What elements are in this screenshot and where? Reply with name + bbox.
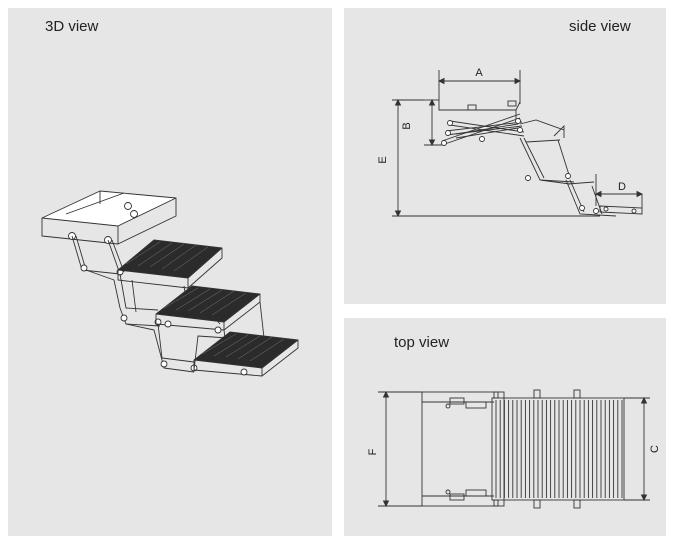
step-top-drawing: F C bbox=[367, 389, 661, 509]
dim-label-d: D bbox=[618, 181, 626, 193]
top-tread bbox=[491, 389, 625, 509]
tread-ribs bbox=[495, 400, 623, 498]
panel-side-view: side view bbox=[344, 8, 666, 304]
lower-scissor-arms bbox=[160, 335, 229, 373]
dimension-f bbox=[378, 390, 422, 508]
panel-title-side: side view bbox=[569, 18, 631, 35]
step-side-drawing: A B E D bbox=[377, 67, 644, 218]
panel-title-top: top view bbox=[394, 334, 450, 351]
step-3d-drawing bbox=[41, 190, 299, 377]
dim-label-e: E bbox=[377, 156, 389, 163]
panel-top-view: top view bbox=[344, 318, 666, 536]
top-frame bbox=[421, 391, 505, 507]
dimension-d bbox=[594, 174, 644, 208]
dim-label-a: A bbox=[475, 67, 483, 79]
mounting-frame bbox=[41, 190, 177, 245]
dimension-a bbox=[437, 70, 522, 104]
dimension-e bbox=[392, 98, 600, 218]
side-scissor-arms bbox=[441, 113, 643, 217]
side-mounting-frame bbox=[438, 100, 521, 120]
dim-label-b: B bbox=[401, 122, 413, 129]
panel-title-3d: 3D view bbox=[45, 18, 99, 35]
dimension-b bbox=[424, 98, 442, 147]
dim-label-f: F bbox=[367, 448, 379, 455]
dimension-c bbox=[624, 396, 650, 502]
panel-3d-view: 3D view bbox=[8, 8, 332, 536]
step-tread-3 bbox=[193, 331, 299, 377]
middle-scissor-arms bbox=[119, 307, 195, 363]
dim-label-c: C bbox=[649, 445, 661, 453]
